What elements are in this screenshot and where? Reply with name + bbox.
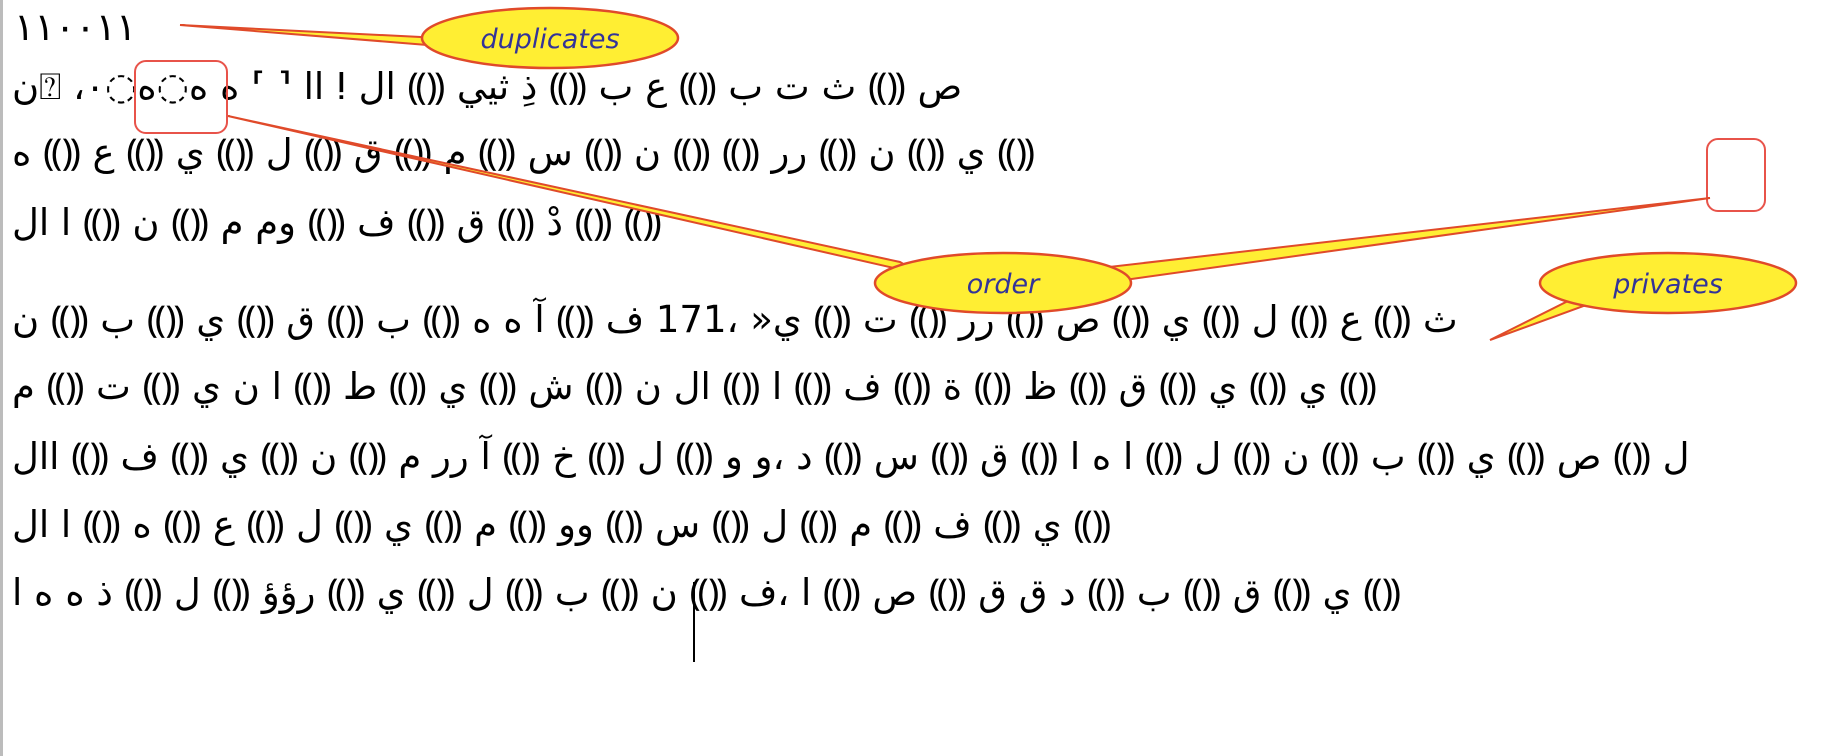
- privates-callout: [1538, 251, 1798, 315]
- order-label: order: [967, 269, 1041, 300]
- page-left-edge: [0, 0, 3, 756]
- text-cursor: [693, 582, 695, 662]
- text-line-5: ي ⸨⸩ ي ⸨⸩ ق ⸨⸩ ظ ⸨⸩ ة ⸨⸩ ف ⸨⸩ ا ⸨⸩ ال ن …: [12, 365, 1377, 408]
- order-highlight-box: [1706, 138, 1766, 212]
- duplicates-callout-tail: [179, 24, 441, 48]
- page-number: ١١٠٠١١: [14, 5, 137, 49]
- order-callout: [873, 251, 1133, 315]
- text-line-3: دْ ⸨⸩ ق ⸨⸩ ف ⸨⸩ وم م ⸨⸩ ن ⸨⸩ ا ال ⸨⸩ ⸨⸩: [12, 201, 662, 244]
- text-line-6: ل ⸨⸩ ص ⸨⸩ ي ⸨⸩ ب ⸨⸩ ن ⸨⸩ ل ⸨⸩ ا ه ا ⸨⸩ ق…: [12, 435, 1690, 478]
- duplicates-label: duplicates: [480, 24, 619, 55]
- privates-label: privates: [1612, 269, 1723, 300]
- text-line-7: ي ⸨⸩ ف ⸨⸩ م ⸨⸩ ل ⸨⸩ س ⸨⸩ وو ⸨⸩ م ⸨⸩ ي ⸨⸩…: [12, 503, 1112, 546]
- duplicates-highlight-box: [134, 60, 228, 134]
- text-line-2: ي ⸨⸩ ن ⸨⸩ رر ⸨⸩ ⸨⸩ ن ⸨⸩ س ⸨⸩ م ⸨⸩ ق ⸨⸩ ل…: [12, 131, 1035, 174]
- duplicates-callout: [420, 6, 680, 70]
- order-callout-tail-left: [227, 115, 921, 275]
- text-line-1: ن⍰ ،اا ⸢ ⸣ ه ه◌ه◌٠ ⵑ ص ⸨⸩ ث ت ب ⸨⸩ ع ب ⸨…: [12, 65, 963, 108]
- text-line-8: ي ⸨⸩ ق ⸨⸩ ب ⸨⸩ د ق ق ⸨⸩ ص ⸨⸩ ا ،ف ⸨⸩ ن ⸨…: [12, 571, 1401, 614]
